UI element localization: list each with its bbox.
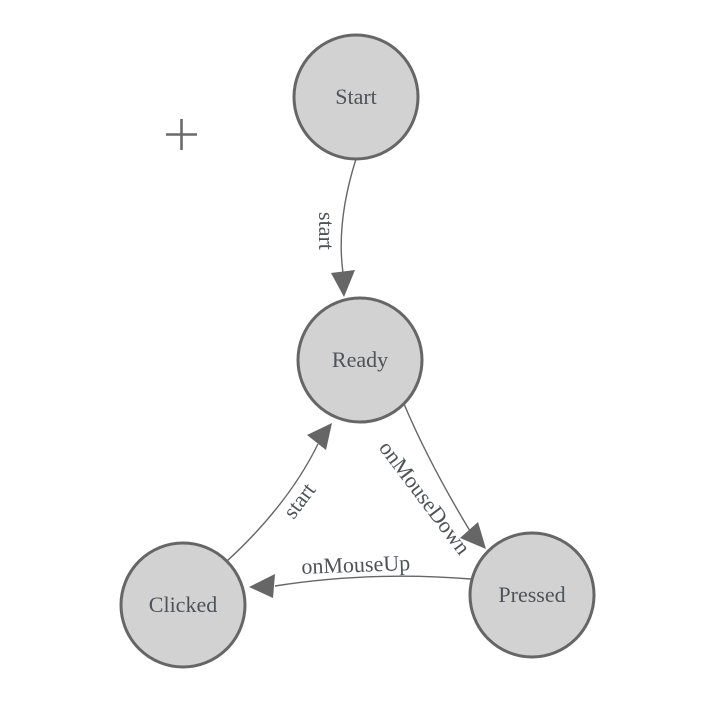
arrowhead-icon — [460, 522, 486, 549]
node-clicked-circle[interactable] — [119, 541, 247, 669]
node-ready-label: Ready — [332, 347, 388, 372]
node-ready-circle[interactable] — [296, 296, 424, 424]
edge-line — [403, 403, 471, 532]
arrowhead-icon — [307, 423, 332, 450]
edge-line — [274, 575, 472, 587]
edge-ready-to-pressed: onMouseDown — [374, 403, 486, 559]
node-clicked[interactable]: Clicked — [119, 541, 247, 669]
edge-clicked-to-ready: start — [226, 423, 332, 562]
edge-label-onmousedown: onMouseDown — [374, 436, 476, 559]
edge-label-onmouseup: onMouseUp — [301, 550, 411, 579]
node-start-circle[interactable] — [292, 33, 420, 161]
node-pressed-label: Pressed — [498, 582, 565, 607]
node-start[interactable]: Start — [292, 33, 420, 161]
edge-label-start: start — [314, 212, 339, 250]
node-ready[interactable]: Ready — [296, 296, 424, 424]
arrowhead-icon — [249, 574, 275, 598]
arrowhead-icon — [331, 270, 355, 297]
node-pressed[interactable]: Pressed — [468, 531, 596, 659]
edge-start-to-ready: start — [314, 158, 357, 297]
edge-line — [340, 158, 357, 274]
edge-label-start-2: start — [278, 478, 321, 523]
edge-pressed-to-clicked: onMouseUp — [249, 550, 472, 598]
node-pressed-circle[interactable] — [468, 531, 596, 659]
node-clicked-label: Clicked — [149, 592, 217, 617]
edge-line — [226, 443, 319, 562]
crosshair-plus-icon — [166, 119, 197, 150]
node-start-label: Start — [335, 84, 377, 109]
